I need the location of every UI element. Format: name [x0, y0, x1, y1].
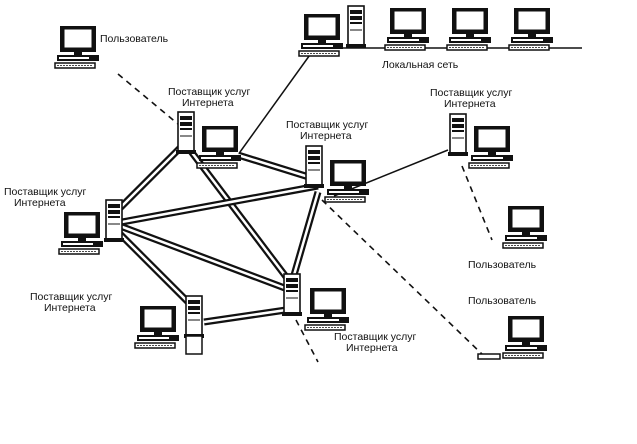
isp-label-line2: Интернета — [300, 130, 352, 142]
link-isp-bottom-left-to-bottom-center — [203, 306, 287, 326]
isp-label-line1: Поставщик услуг — [30, 291, 113, 303]
link-isp-center-to-bottom-center — [288, 191, 322, 283]
link-isp-bottom-center-to-offpage — [295, 319, 319, 363]
isp-right: Поставщик услуг Интернета — [430, 87, 514, 169]
isp-bottom-left: Поставщик услуг Интернета — [30, 291, 205, 355]
link-isp-left-to-bottom-center — [118, 222, 292, 294]
isp-server-icon — [175, 111, 197, 155]
dialup-links — [117, 73, 493, 363]
link-isp-right-to-user-right — [461, 165, 493, 241]
isp-label-line1: Поставщик услуг — [168, 86, 251, 98]
isp-storage-box — [185, 335, 203, 355]
lan-computer-icon — [298, 13, 344, 57]
isp-computer-icon — [304, 287, 350, 331]
lan-label: Локальная сеть — [382, 59, 459, 71]
link-isp-left-to-center — [121, 182, 319, 226]
lan-node: Локальная сеть — [298, 5, 554, 71]
isp-label-line1: Поставщик услуг — [334, 331, 417, 343]
link-isp-center-to-user-bottomright — [321, 199, 485, 357]
user-label: Пользователь — [468, 295, 537, 307]
link-user-topleft-to-isp-top — [117, 73, 179, 125]
isp-computer-icon — [468, 125, 514, 169]
isp-server-icon — [447, 113, 469, 157]
isp-left: Поставщик услуг Интернета — [4, 186, 125, 255]
user-bottom-right: Пользователь — [468, 295, 548, 360]
isp-computer-icon — [134, 305, 180, 349]
isp-label-line1: Поставщик услуг — [430, 87, 513, 99]
isp-server-icon — [103, 199, 125, 243]
user-computer-icon — [502, 315, 548, 359]
lan-computer-icon — [446, 7, 492, 51]
isp-computer-icon — [58, 211, 104, 255]
isp-label-line2: Интернета — [444, 98, 496, 110]
isp-top: Поставщик услуг Интернета — [168, 86, 251, 169]
isp-center: Поставщик услуг Интернета — [286, 119, 370, 203]
isp-server-icon — [281, 273, 303, 317]
modem-icon — [477, 353, 501, 360]
isp-label-line1: Поставщик услуг — [286, 119, 369, 131]
link-isp-top-to-lan — [239, 51, 313, 153]
user-label: Пользователь — [468, 259, 537, 271]
user-computer-icon — [502, 205, 548, 249]
isp-label-line1: Поставщик услуг — [4, 186, 87, 198]
isp-computer-icon — [324, 159, 370, 203]
isp-label-line2: Интернета — [44, 302, 96, 314]
isp-label-line2: Интернета — [346, 342, 398, 354]
user-computer-icon — [54, 25, 100, 69]
isp-server-icon — [303, 145, 325, 189]
link-isp-left-to-bottom-left — [113, 227, 191, 305]
user-top-left: Пользователь — [54, 25, 169, 69]
isp-bottom-center: Поставщик услуг Интернета — [281, 273, 417, 354]
isp-server-icon — [183, 295, 205, 339]
lan-computer-icon — [384, 7, 430, 51]
isp-label-line2: Интернета — [182, 97, 234, 109]
link-isp-top-to-bottom-center — [187, 147, 293, 285]
link-isp-center-to-isp-right — [333, 149, 449, 197]
isp-computer-icon — [196, 125, 242, 169]
backbone-links — [113, 137, 322, 326]
isp-label-line2: Интернета — [14, 197, 66, 209]
user-right: Пользователь — [468, 205, 548, 271]
lan-server-icon — [345, 5, 367, 49]
user-label: Пользователь — [100, 33, 169, 45]
link-isp-top-to-center — [236, 151, 314, 182]
lan-computer-icon — [508, 7, 554, 51]
